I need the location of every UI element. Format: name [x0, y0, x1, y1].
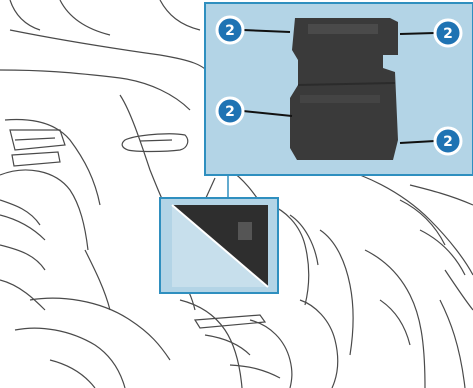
callout-marker-4: 2 [435, 128, 461, 154]
callout-marker-2: 2 [435, 20, 461, 46]
callout-label: 2 [225, 104, 235, 120]
detail-panel [205, 3, 473, 175]
callout-label: 2 [443, 134, 453, 150]
callout-marker-3: 2 [217, 98, 243, 124]
callout-label: 2 [443, 26, 453, 42]
callout-marker-1: 2 [217, 17, 243, 43]
fuse-box [290, 18, 398, 160]
location-highlight [160, 198, 278, 293]
fuse-element [238, 222, 252, 240]
callout-label: 2 [225, 23, 235, 39]
